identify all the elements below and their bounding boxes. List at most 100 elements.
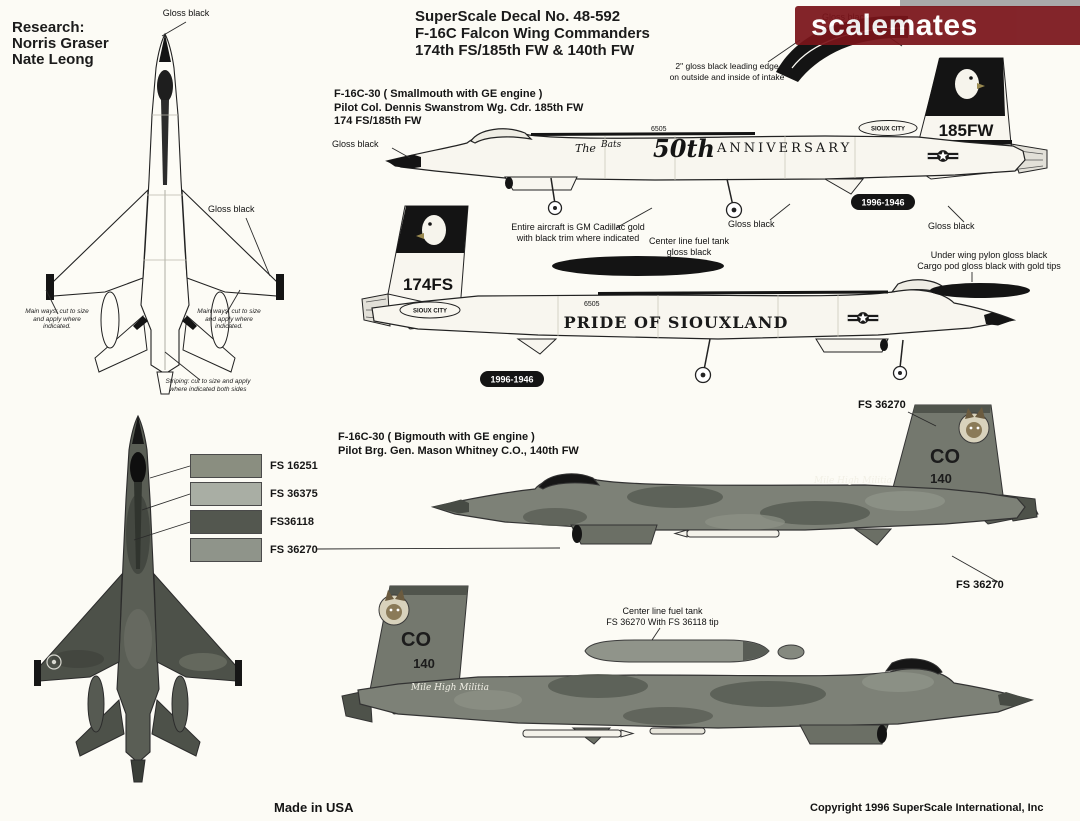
- fs36270-under-label: FS 36270: [956, 579, 1004, 591]
- fuel-tank-gray: [584, 639, 805, 663]
- intake-note-line1: 2" gloss black leading edge: [675, 61, 779, 71]
- intake-smallmouth: [504, 176, 578, 191]
- topview-gold-aircraft: [46, 32, 284, 395]
- white-pylon: [649, 727, 706, 735]
- anniversary-badge-text: 1996-1946: [861, 198, 904, 208]
- script-bats: Bats: [600, 140, 622, 150]
- canopy: [538, 473, 601, 490]
- script-the: The: [575, 142, 596, 155]
- stab-stripe-left: [133, 316, 148, 330]
- profile-gray-left-side: CO 140 Mile High Militia: [430, 404, 1039, 546]
- made-in-usa: Made in USA: [274, 800, 354, 815]
- anniversary-badge-text: 1996-1946: [490, 375, 533, 385]
- tail-code: 174FS: [403, 275, 453, 294]
- plane1-caption-line2: Pilot Col. Dennis Swanstrom Wg. Cdr. 185…: [334, 101, 584, 114]
- research-title: Research:: [12, 19, 85, 36]
- anniversary-50th: 50th: [653, 134, 715, 163]
- national-insignia: [46, 654, 62, 670]
- usaf-insignia: [927, 150, 959, 162]
- eagle-emblem: [422, 215, 446, 245]
- color-chip-fs36270: [190, 538, 262, 562]
- plane34-caption-line1: F-16C-30 ( Bigmouth with GE engine ): [338, 431, 535, 443]
- plane1-caption-line1: F-16C-30 ( Smallmouth with GE engine ): [334, 88, 543, 100]
- topview-gray-aircraft: [34, 414, 242, 783]
- watermark-logo-text: scalemates: [811, 8, 978, 42]
- profile-gold-left-side: 185FW The Bats 50th ANNIVERSARY 6505 SIO…: [385, 57, 1048, 219]
- intake-note: 2" gloss black leading edge on outside a…: [648, 61, 806, 83]
- striping-note: Striping: cut to size and apply where in…: [165, 378, 251, 393]
- anniversary-word: ANNIVERSARY: [716, 141, 852, 156]
- title-line3: 174th FS/185th FW & 140th FW: [415, 42, 635, 59]
- color-chip-label: FS36118: [270, 516, 315, 528]
- gray-tank-note-line2: FS 36270 With FS 36118 tip: [606, 617, 719, 627]
- pylon-note-line1: Under wing pylon gloss black: [930, 250, 1048, 260]
- research-name: Norris Graser: [12, 35, 109, 52]
- radome: [998, 692, 1032, 707]
- radome-black: [984, 312, 1014, 326]
- tank-note-line1: Center line fuel tank: [648, 236, 730, 246]
- color-chip-label: FS 16251: [270, 460, 318, 472]
- plane1-gloss-label-tail: Gloss black: [928, 221, 975, 231]
- plane1-caption-line3: 174 FS/185th FW: [334, 115, 422, 127]
- plane1-gloss-label-mid: Gloss black: [728, 219, 775, 229]
- plane34-caption: F-16C-30 ( Bigmouth with GE engine ) Pil…: [338, 431, 579, 458]
- tail-code-140: 140: [413, 656, 435, 671]
- radome-black: [159, 34, 171, 62]
- topview-wing-label: Gloss black: [208, 204, 255, 214]
- watermark-tab: [900, 0, 1080, 7]
- research-credits: Research: Norris Graser Nate Leong: [12, 20, 109, 68]
- wingtip-rail-left: [46, 274, 54, 300]
- title-line1: SuperScale Decal No. 48-592: [415, 8, 621, 25]
- wildcat-emblem: [958, 407, 990, 444]
- script-mile-high: Mile High Militia: [410, 683, 489, 693]
- radome: [433, 499, 469, 514]
- serial-number: 6505: [651, 126, 667, 133]
- tail-code-co: CO: [401, 629, 431, 651]
- white-missile: [522, 729, 622, 738]
- color-chip-fs16251: [190, 454, 262, 478]
- mainways-note-right: Main ways: cut to size and apply where i…: [197, 308, 261, 330]
- tail-code: 185FW: [939, 121, 995, 140]
- research-name: Nate Leong: [12, 51, 94, 68]
- stab-stripe-right: [182, 316, 197, 330]
- wingtip-rail-right: [276, 274, 284, 300]
- eagle-emblem: [955, 69, 979, 99]
- radome-black: [387, 154, 421, 169]
- intake-note-line2: on outside and inside of intake: [669, 72, 785, 82]
- fs36270-fin-label: FS 36270: [858, 399, 906, 411]
- anniversary-badge: [480, 371, 544, 387]
- topview-nose-label: Gloss black: [162, 8, 210, 18]
- serial-number: 6505: [584, 301, 600, 308]
- color-chip-fs36375: [190, 482, 262, 506]
- profile-gray-right-side: CO 140 Mile High Militia: [341, 585, 1035, 745]
- mainways-note-left: Main ways: cut to size and apply where i…: [25, 308, 89, 330]
- plane1-nose-label: Gloss black: [332, 139, 379, 149]
- tail-code-co: CO: [930, 446, 960, 468]
- canopy-top: [130, 452, 146, 484]
- intake-bigmouth: [570, 524, 658, 545]
- intake-bigmouth: [799, 724, 889, 745]
- gold-note-line2: with black trim where indicated: [516, 233, 640, 243]
- gray-tank-note-line1: Center line fuel tank: [622, 606, 703, 616]
- fuel-tank-note-gray: Center line fuel tank FS 36270 With FS 3…: [580, 606, 745, 628]
- canopy: [884, 658, 943, 675]
- cargo-pod-gloss-black: [930, 283, 1030, 298]
- fuel-tank-gloss-black: [552, 256, 724, 276]
- copyright: Copyright 1996 SuperScale International,…: [810, 802, 1044, 814]
- sioux-city-banner: SIOUX CITY: [871, 127, 905, 133]
- tank-dark-tip: [743, 641, 769, 661]
- color-chip-fs36118: [190, 510, 262, 534]
- tank-note-line2: gloss black: [666, 247, 712, 257]
- anniversary-badge: [851, 194, 915, 210]
- fuselage-slogan: PRIDE OF SIOUXLAND: [564, 313, 789, 332]
- gold-note-line1: Entire aircraft is GM Cadillac gold: [511, 222, 645, 232]
- usaf-insignia: [847, 312, 879, 324]
- canopy: [470, 128, 533, 144]
- plane34-caption-line2: Pilot Brg. Gen. Mason Whitney C.O., 140t…: [338, 444, 579, 457]
- fuel-tank-note-black: Center line fuel tank gloss black: [630, 236, 748, 258]
- color-chip-label: FS 36270: [270, 544, 318, 556]
- plane1-caption: F-16C-30 ( Smallmouth with GE engine ) P…: [334, 88, 583, 129]
- pylon-pod-note: Under wing pylon gloss black Cargo pod g…: [905, 250, 1073, 272]
- intake-smallmouth: [815, 338, 889, 353]
